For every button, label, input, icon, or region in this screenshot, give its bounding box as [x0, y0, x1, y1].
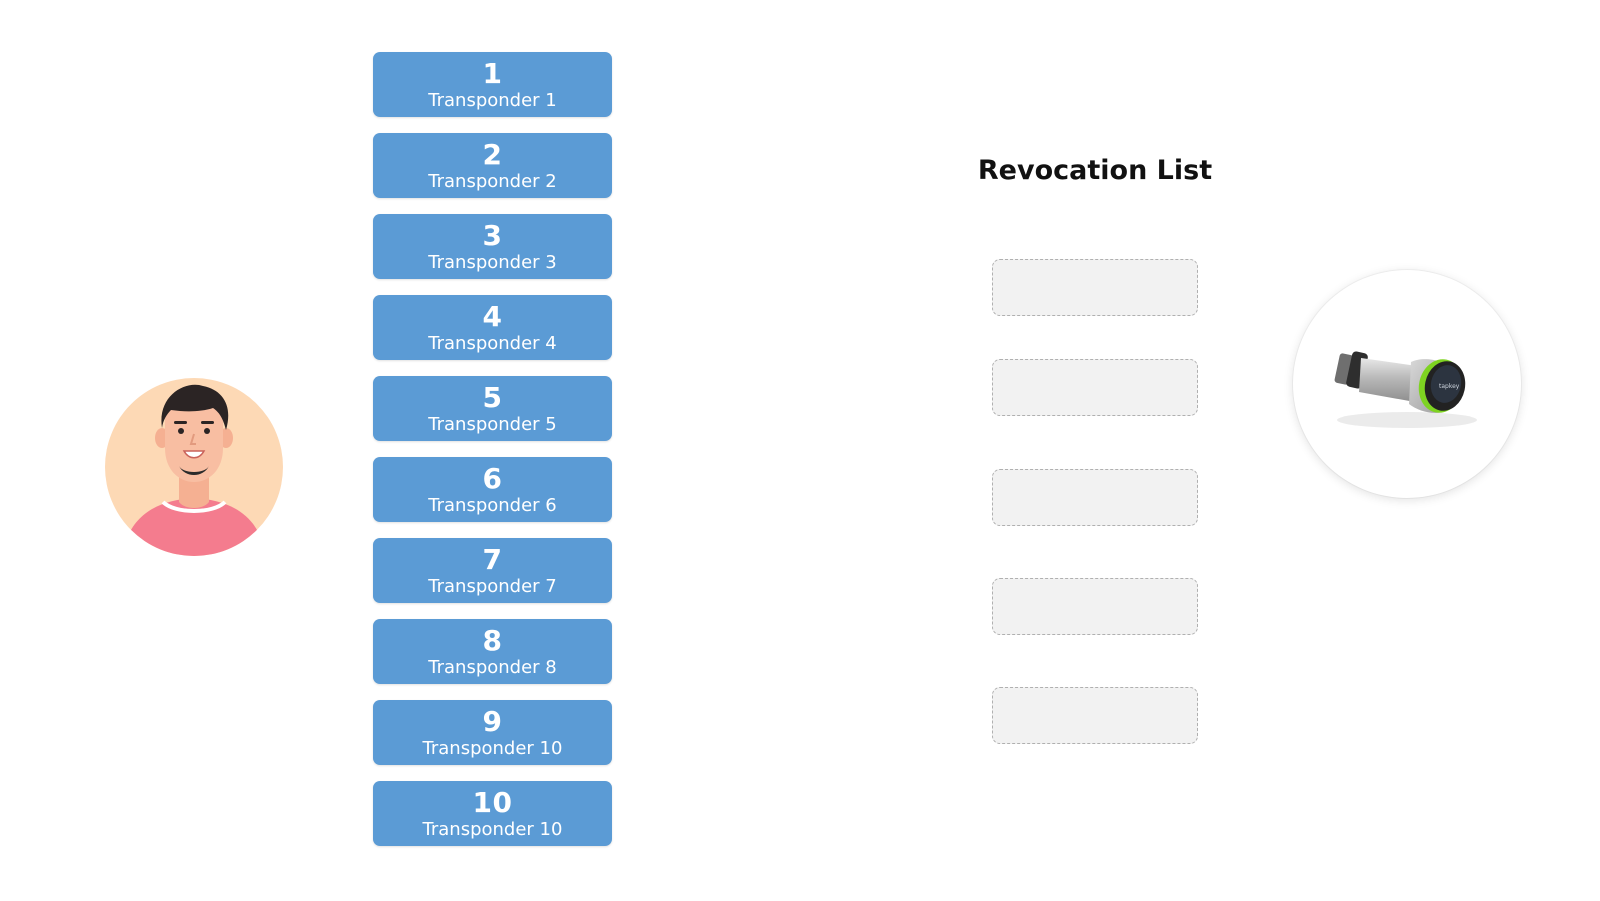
transponder-number: 5: [482, 380, 503, 414]
transponder-label: Transponder 6: [428, 494, 557, 516]
transponder-label: Transponder 10: [422, 818, 563, 840]
transponder-label: Transponder 8: [428, 656, 557, 678]
transponder-number: 4: [482, 299, 503, 333]
transponder-card-4[interactable]: 4 Transponder 4: [373, 295, 612, 360]
transponder-number: 6: [482, 461, 503, 495]
revocation-drop-slot-2[interactable]: [992, 359, 1198, 416]
transponder-card-8[interactable]: 8 Transponder 8: [373, 619, 612, 684]
user-avatar: [105, 378, 283, 556]
transponder-label: Transponder 1: [428, 89, 557, 111]
transponder-label: Transponder 10: [422, 737, 563, 759]
revocation-list-title: Revocation List: [977, 155, 1213, 186]
transponder-list: 1 Transponder 1 2 Transponder 2 3 Transp…: [373, 52, 612, 846]
transponder-number: 7: [482, 542, 503, 576]
transponder-card-3[interactable]: 3 Transponder 3: [373, 214, 612, 279]
transponder-label: Transponder 4: [428, 332, 557, 354]
revocation-drop-slot-1[interactable]: [992, 259, 1198, 316]
transponder-number: 9: [482, 704, 503, 738]
transponder-card-7[interactable]: 7 Transponder 7: [373, 538, 612, 603]
lock-brand-text: tapkey: [1439, 383, 1460, 390]
transponder-number: 10: [472, 785, 513, 819]
transponder-label: Transponder 5: [428, 413, 557, 435]
transponder-card-9[interactable]: 9 Transponder 10: [373, 700, 612, 765]
user-avatar-icon: [105, 378, 283, 556]
transponder-number: 8: [482, 623, 503, 657]
transponder-card-6[interactable]: 6 Transponder 6: [373, 457, 612, 522]
transponder-card-5[interactable]: 5 Transponder 5: [373, 376, 612, 441]
revocation-drop-slot-5[interactable]: [992, 687, 1198, 744]
transponder-card-2[interactable]: 2 Transponder 2: [373, 133, 612, 198]
transponder-label: Transponder 7: [428, 575, 557, 597]
transponder-number: 2: [482, 137, 503, 171]
revocation-drop-slot-4[interactable]: [992, 578, 1198, 635]
transponder-label: Transponder 2: [428, 170, 557, 192]
lock-cylinder: tapkey: [1293, 270, 1521, 498]
transponder-number: 1: [482, 56, 503, 90]
transponder-number: 3: [482, 218, 503, 252]
lock-cylinder-icon: tapkey: [1334, 351, 1477, 428]
revocation-drop-slot-3[interactable]: [992, 469, 1198, 526]
transponder-label: Transponder 3: [428, 251, 557, 273]
transponder-card-10[interactable]: 10 Transponder 10: [373, 781, 612, 846]
transponder-card-1[interactable]: 1 Transponder 1: [373, 52, 612, 117]
